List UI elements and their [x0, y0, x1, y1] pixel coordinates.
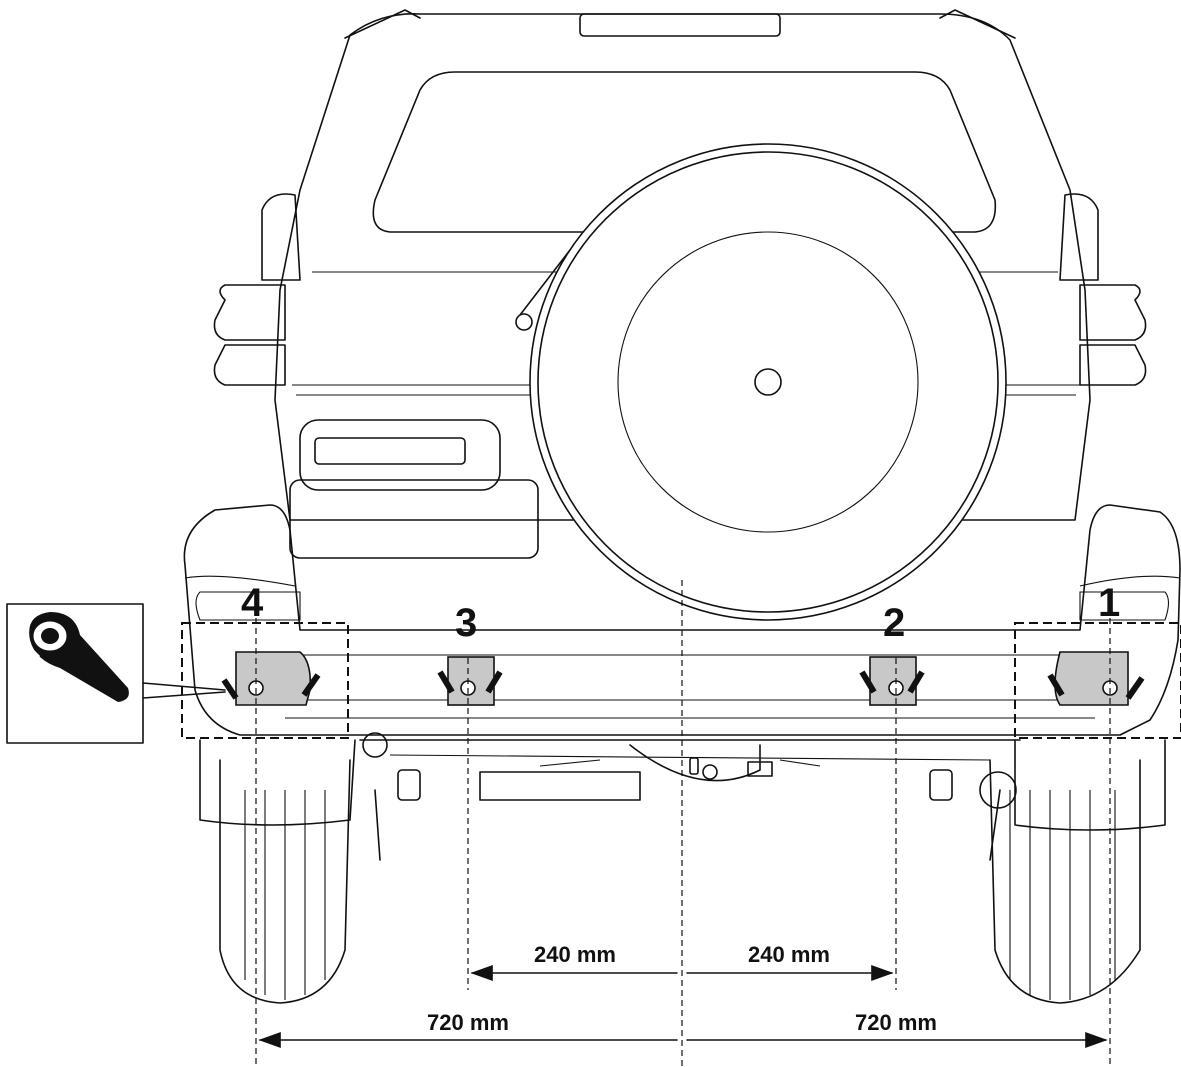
right-wheel: [989, 739, 1166, 1004]
sensor-label-4: 4: [241, 581, 264, 625]
dimension-label-inner-left: 240 mm: [534, 942, 616, 967]
detail-box-right: [1014, 622, 1181, 739]
sensor-2: [859, 656, 925, 706]
vehicle-body: [213, 9, 1147, 559]
dimension-outer: 720 mm 720 mm: [258, 1010, 1108, 1048]
dimension-label-outer-right: 720 mm: [855, 1010, 937, 1035]
sensor-label-3: 3: [455, 601, 477, 645]
rear-bumper: [183, 504, 1181, 736]
sensor-label-1: 1: [1098, 581, 1120, 625]
sensor-1: [1047, 651, 1145, 706]
spare-wheel: [529, 143, 1007, 621]
detail-box-left: [181, 622, 349, 739]
left-wheel: [199, 739, 356, 1004]
sensor-4: [221, 651, 321, 706]
reference-lines: [255, 580, 1111, 1067]
chassis: [359, 732, 1021, 861]
sensor-3: [437, 656, 503, 706]
sensor-label-2: 2: [883, 601, 905, 645]
drill-hole-saw-icon: [6, 603, 226, 744]
dimension-inner: 240 mm 240 mm: [470, 942, 894, 981]
dimension-label-inner-right: 240 mm: [748, 942, 830, 967]
dimension-label-outer-left: 720 mm: [427, 1010, 509, 1035]
